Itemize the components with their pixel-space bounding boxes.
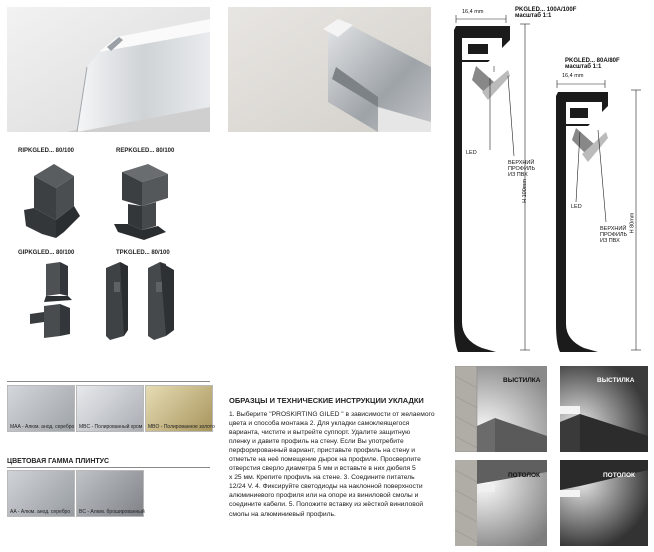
large-width-arrow: [455, 15, 507, 23]
small-height-dim: H 80mm: [629, 212, 636, 234]
swatch-maa-caption: MAA - Алюм. анод. серебро: [10, 424, 75, 430]
inner-corner-piece-image: [24, 164, 80, 238]
instructions-text: 1. Выберите "PROSKIRTING GILED " в завис…: [229, 410, 435, 519]
small-width-arrow: [556, 80, 606, 88]
instruction-line: алюминиевого профиля или на опоре из вин…: [229, 492, 419, 500]
large-model-title: PKGLED... 100A/100F масштаб 1:1: [515, 7, 576, 19]
swatch-aa-caption: AA - Алюм. анод. серебро: [10, 509, 71, 515]
instruction-line: цвета и способа монтажа 2. Для укладки с…: [229, 420, 410, 428]
instruction-line: 1. Выберите "PROSKIRTING GILED " в завис…: [229, 411, 435, 418]
instructions-title: ОБРАЗЦЫ И ТЕХНИЧЕСКИЕ ИНСТРУКЦИИ УКЛАДКИ: [229, 396, 424, 405]
end-cap-label: RIPKGLED... 80/100: [18, 148, 75, 154]
light-demo-top-right: [560, 366, 648, 452]
end-caps-pair-image: [106, 262, 174, 340]
small-profile-section: [556, 92, 608, 352]
light-demo-top-left-label: ВЫСТИЛКА: [503, 377, 541, 384]
instruction-line: 12/24 V. 4. Фиксируйте светодиоды на нак…: [229, 483, 423, 491]
small-led-label: LED: [571, 204, 582, 210]
swatch-aa: AA - Алюм. анод. серебро: [7, 470, 75, 517]
instruction-line: отверстия сверло диаметра 5 мм и вставьт…: [229, 465, 416, 473]
instruction-line: x 25 мм. Крепите профиль на стене. 3. Со…: [229, 474, 415, 482]
large-leader-lines: [489, 75, 515, 157]
corner-label: REPKGLED... 80/100: [116, 148, 175, 154]
small-model-name: PKGLED... 80A/80F: [565, 58, 620, 64]
large-profile-line3: ИЗ ПВХ: [508, 172, 528, 178]
large-height-arrow: [520, 23, 530, 351]
instruction-line: отметьте на неё помещение дырок на профи…: [229, 456, 421, 464]
swatch-mbc: MBC - Полированный хром: [76, 385, 144, 432]
end-caps-label: TPKGLED... 80/100: [116, 250, 170, 256]
small-height-arrow: [631, 89, 641, 351]
swatch-mbo-caption: MBO - Полированное золото: [148, 424, 215, 430]
large-model-name: PKGLED... 100A/100F: [515, 7, 577, 13]
instruction-line: смолы на алюминиевый профиль.: [229, 510, 336, 518]
light-demo-bottom-right: [560, 460, 648, 546]
instruction-line: пленку и давите профиль на стену. Если В…: [229, 438, 404, 446]
small-profile-line1: ВЕРХНИЙ: [600, 226, 627, 232]
profile-photo-left: [7, 7, 210, 132]
large-width-dim: 16,4 mm: [462, 9, 484, 15]
profile-photo-right: [228, 7, 431, 132]
swatch-mbo: MBO - Полированное золото: [145, 385, 215, 432]
instruction-line: перфорированный вариант, приставьте проф…: [229, 447, 415, 455]
connector-piece-image: [30, 262, 72, 338]
light-demo-bottom-right-label: ПОТОЛОК: [603, 472, 636, 479]
swatch-mbc-caption: MBC - Полированный хром: [79, 424, 143, 430]
light-demo-top-right-label: ВЫСТИЛКА: [597, 377, 635, 384]
large-height-dim: H 100mm: [521, 179, 528, 203]
light-demo-bottom-left: [455, 460, 547, 546]
color-range-title: ЦВЕТОВАЯ ГАММА ПЛИНТУС: [7, 458, 110, 465]
color-range-rule: [7, 467, 210, 468]
connector-label: GIPKGLED... 80/100: [18, 250, 75, 256]
finish-swatches-rule: [7, 381, 210, 382]
large-profile-section: [454, 26, 510, 352]
swatch-maa: MAA - Алюм. анод. серебро: [7, 385, 75, 432]
small-width-dim: 16,4 mm: [562, 73, 584, 79]
small-profile-line3: ИЗ ПВХ: [600, 238, 620, 244]
light-demo-bottom-left-label: ПОТОЛОК: [508, 472, 541, 479]
outer-corner-piece-image: [114, 164, 168, 240]
instruction-line: варианта, чистите и вытрейте суппорт. Уд…: [229, 429, 411, 437]
large-profile-line1: ВЕРХНИЙ: [508, 160, 535, 166]
small-scale: масштаб 1:1: [565, 64, 602, 70]
large-profile-label: ВЕРХНИЙ ПРОФИЛЬ ИЗ ПВХ: [508, 160, 535, 178]
small-profile-line2: ПРОФИЛЬ: [600, 232, 628, 238]
large-profile-line2: ПРОФИЛЬ: [508, 166, 536, 172]
swatch-bc-caption: BC - Алюм. брошированный: [79, 509, 145, 515]
swatch-bc: BC - Алюм. брошированный: [76, 470, 145, 517]
small-model-title: PKGLED... 80A/80F масштаб 1:1: [565, 58, 620, 70]
instruction-line: соедините кабели. 5. Положите вставку из…: [229, 501, 424, 509]
large-led-label: LED: [466, 150, 477, 156]
small-profile-label: ВЕРХНИЙ ПРОФИЛЬ ИЗ ПВХ: [600, 226, 627, 244]
light-demo-top-left: [455, 366, 547, 452]
large-scale: масштаб 1:1: [515, 13, 552, 19]
small-leader-lines: [575, 129, 607, 223]
